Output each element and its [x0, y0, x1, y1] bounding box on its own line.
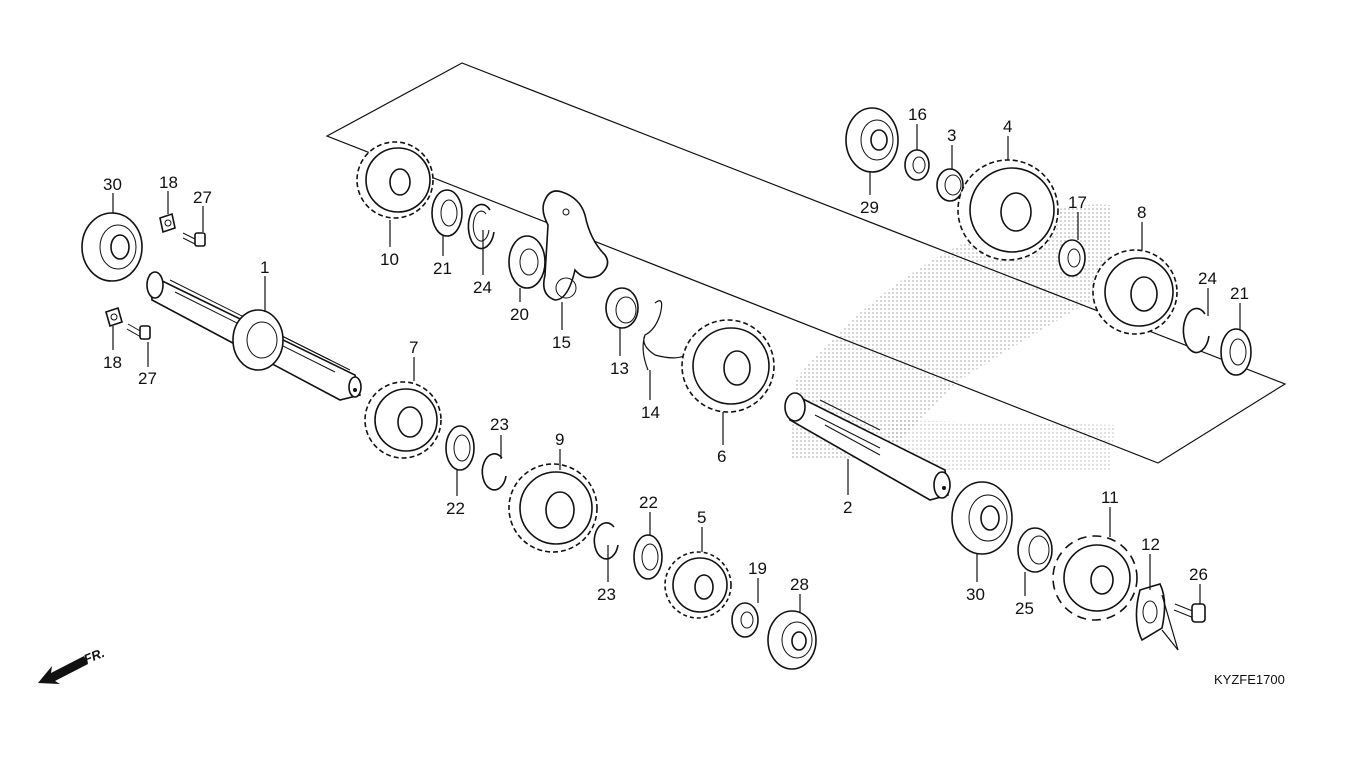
washer-22-left [445, 425, 475, 471]
callout-26: 26 [1189, 565, 1208, 584]
washer-20 [508, 235, 546, 289]
callout-29: 29 [860, 198, 879, 217]
diagram-code: KYZFE1700 [1214, 672, 1285, 687]
washer-19 [731, 602, 759, 638]
front-arrow-icon [38, 656, 88, 684]
callout-30-left: 30 [103, 175, 122, 194]
gear-6 [681, 319, 775, 413]
plate-12 [1135, 583, 1166, 642]
gear-10 [356, 141, 434, 219]
washer-18-top [159, 212, 176, 234]
callout-15: 15 [552, 333, 571, 352]
bushing-3 [936, 168, 964, 202]
circlip-24-top [467, 203, 495, 250]
watermark [790, 204, 1115, 470]
collar-13 [605, 287, 639, 329]
callout-23-bottom: 23 [597, 585, 616, 604]
circlip-23-right [593, 522, 619, 560]
callout-24-right: 24 [1198, 269, 1217, 288]
leader-lines [112, 124, 1241, 651]
callout-10: 10 [380, 250, 399, 269]
callout-1: 1 [260, 258, 269, 277]
callout-9: 9 [555, 430, 564, 449]
callout-labels: 30 18 27 1 18 27 10 21 24 20 15 13 14 7 … [103, 105, 1249, 618]
callout-13: 13 [610, 359, 629, 378]
callout-2: 2 [843, 498, 852, 517]
callout-17: 17 [1068, 193, 1087, 212]
bolt-27-bottom [126, 323, 151, 340]
callout-20: 20 [510, 305, 529, 324]
bearing-29 [845, 107, 899, 173]
subassembly-outline [325, 62, 1287, 464]
front-direction-indicator: FR. [38, 645, 107, 684]
bolt-27-top [182, 232, 206, 247]
bearing-30-left [81, 212, 143, 282]
callout-16: 16 [908, 105, 927, 124]
circlip-24-right [1182, 307, 1210, 354]
gear-4 [957, 159, 1059, 261]
mainshaft-1 [146, 271, 362, 401]
callout-5: 5 [697, 508, 706, 527]
callout-23-top: 23 [490, 415, 509, 434]
countershaft-2 [784, 392, 951, 501]
sprocket-11 [1052, 535, 1138, 621]
callout-22-right: 22 [639, 493, 658, 512]
callout-21-top: 21 [433, 259, 452, 278]
bearing-28 [767, 610, 817, 670]
callout-18-top: 18 [159, 173, 178, 192]
callout-6: 6 [717, 447, 726, 466]
washer-21-right [1220, 328, 1252, 376]
spring-14 [642, 300, 691, 371]
circlip-23-left [481, 453, 507, 491]
callout-22-left: 22 [446, 499, 465, 518]
callout-28: 28 [790, 575, 809, 594]
washer-22-right [633, 534, 663, 580]
callout-25: 25 [1015, 599, 1034, 618]
gear-9 [508, 463, 598, 553]
callout-11: 11 [1101, 488, 1119, 507]
callout-12: 12 [1141, 535, 1160, 554]
bolt-26 [1173, 603, 1206, 623]
callout-27-bottom: 27 [138, 369, 157, 388]
callout-18-bottom: 18 [103, 353, 122, 372]
callout-21-right: 21 [1230, 284, 1249, 303]
callout-14: 14 [641, 403, 660, 422]
gear-8 [1092, 249, 1178, 335]
gear-5 [664, 551, 732, 619]
bearing-30-right [951, 481, 1013, 555]
plate-15 [542, 190, 609, 301]
callout-3: 3 [947, 126, 956, 145]
washer-18-bottom [105, 306, 123, 328]
callout-7: 7 [409, 338, 418, 357]
seal-25 [1017, 527, 1053, 573]
washer-16 [904, 149, 930, 181]
washer-17 [1058, 239, 1086, 277]
callout-4: 4 [1003, 117, 1012, 136]
gear-7 [364, 381, 442, 459]
front-label: FR. [82, 645, 107, 667]
callout-27-top: 27 [193, 188, 212, 207]
callout-19: 19 [748, 559, 767, 578]
callout-30-right: 30 [966, 585, 985, 604]
callout-8: 8 [1137, 203, 1146, 222]
callout-24-top: 24 [473, 278, 492, 297]
washer-21-top [431, 189, 463, 237]
